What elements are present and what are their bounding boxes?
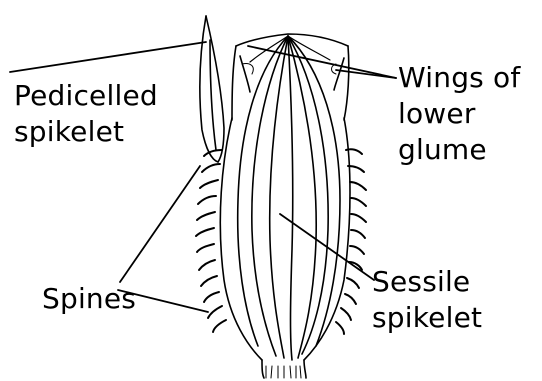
label-wings-line1: Wings of xyxy=(398,60,520,96)
leader-pedicelled xyxy=(10,42,206,72)
spines-right-drawing xyxy=(336,149,366,334)
spines-left-drawing xyxy=(196,150,226,332)
label-pedicelled-line1: Pedicelled xyxy=(14,78,158,114)
label-spines: Spines xyxy=(42,281,136,317)
sessile-spikelet-drawing xyxy=(220,34,350,378)
label-sessile-line2: spikelet xyxy=(372,300,482,336)
label-pedicelled-line2: spikelet xyxy=(14,114,158,150)
leader-wings-1 xyxy=(248,46,396,78)
label-sessile-spikelet: Sessile spikelet xyxy=(372,264,482,336)
leader-sessile xyxy=(280,214,374,280)
label-wings-line2: lower xyxy=(398,96,520,132)
label-sessile-line1: Sessile xyxy=(372,264,482,300)
label-wings-of-lower-glume: Wings of lower glume xyxy=(398,60,520,168)
label-wings-line3: glume xyxy=(398,132,520,168)
pedicelled-spikelet-drawing xyxy=(200,16,224,162)
label-spines-line1: Spines xyxy=(42,281,136,317)
leader-spines-1 xyxy=(120,166,200,282)
label-pedicelled-spikelet: Pedicelled spikelet xyxy=(14,78,158,150)
